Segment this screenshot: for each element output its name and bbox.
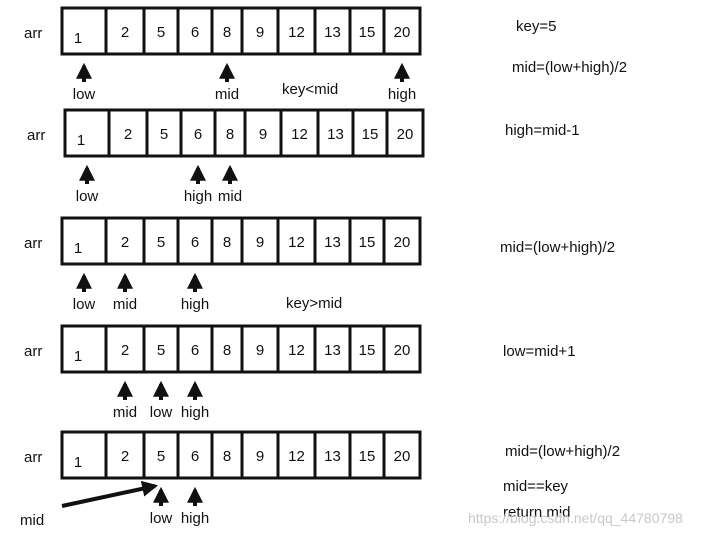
- step-note: low=mid+1: [503, 343, 576, 360]
- high-pointer-label: high: [181, 404, 209, 421]
- array-cell-1: 2: [121, 24, 129, 41]
- array-cell-4: 8: [223, 448, 231, 465]
- mid-pointer-label: mid: [215, 86, 239, 103]
- array-cell-9: 20: [394, 448, 411, 465]
- array-cell-5: 9: [259, 126, 267, 143]
- high-pointer-label: high: [184, 188, 212, 205]
- step-note: mid==key: [503, 478, 569, 495]
- array-cell-4: 8: [223, 342, 231, 359]
- array-label: arr: [24, 449, 42, 466]
- array-cell-1: 2: [124, 126, 132, 143]
- array-cell-1: 2: [121, 448, 129, 465]
- mid-pointer-label: mid: [113, 404, 137, 421]
- step-note: return mid: [503, 504, 571, 521]
- array-label: arr: [24, 25, 42, 42]
- array-cell-8: 15: [359, 234, 376, 251]
- array-cell-4: 8: [223, 24, 231, 41]
- array-cell-3: 6: [191, 234, 199, 251]
- array-cell-8: 15: [359, 24, 376, 41]
- step-note: mid=(low+high)/2: [505, 443, 620, 460]
- array-cell-9: 20: [397, 126, 414, 143]
- high-pointer-label: high: [181, 510, 209, 527]
- array-cell-8: 15: [359, 342, 376, 359]
- low-pointer-label: low: [73, 296, 96, 313]
- step-note: high=mid-1: [505, 122, 580, 139]
- array-cell-0: 1: [74, 348, 82, 365]
- low-pointer-label: low: [150, 510, 173, 527]
- mid-pointer-label: mid: [218, 188, 242, 205]
- array-cell-8: 15: [359, 448, 376, 465]
- high-pointer-label: high: [181, 296, 209, 313]
- array-cell-4: 8: [223, 234, 231, 251]
- high-pointer-label: high: [388, 86, 416, 103]
- array-cell-7: 13: [324, 448, 341, 465]
- array-cell-9: 20: [394, 234, 411, 251]
- array-cell-9: 20: [394, 342, 411, 359]
- array-cell-2: 5: [157, 24, 165, 41]
- array-cell-7: 13: [324, 342, 341, 359]
- array-cell-2: 5: [160, 126, 168, 143]
- low-pointer-label: low: [73, 86, 96, 103]
- mid-pointer-label: mid: [20, 512, 44, 529]
- array-cell-4: 8: [226, 126, 234, 143]
- array-cell-2: 5: [157, 448, 165, 465]
- array-cell-1: 2: [121, 234, 129, 251]
- array-cell-5: 9: [256, 24, 264, 41]
- array-cell-6: 12: [288, 448, 305, 465]
- array-cell-3: 6: [194, 126, 202, 143]
- compare-text: key>mid: [286, 295, 342, 312]
- array-cell-5: 9: [256, 448, 264, 465]
- array-cell-0: 1: [74, 30, 82, 47]
- mid-pointer-label: mid: [113, 296, 137, 313]
- array-cell-6: 12: [288, 24, 305, 41]
- array-cell-8: 15: [362, 126, 379, 143]
- array-cell-3: 6: [191, 448, 199, 465]
- step-note: mid=(low+high)/2: [500, 239, 615, 256]
- array-cell-0: 1: [74, 240, 82, 257]
- array-cell-5: 9: [256, 342, 264, 359]
- array-label: arr: [24, 235, 42, 252]
- array-cell-5: 9: [256, 234, 264, 251]
- array-cell-6: 12: [288, 234, 305, 251]
- watermark: https://blog.csdn.net/qq_44780798: [468, 510, 683, 526]
- array-cell-9: 20: [394, 24, 411, 41]
- array-label: arr: [24, 343, 42, 360]
- step-note: mid=(low+high)/2: [512, 59, 627, 76]
- array-cell-2: 5: [157, 342, 165, 359]
- array-cell-3: 6: [191, 24, 199, 41]
- low-pointer-label: low: [150, 404, 173, 421]
- array-cell-6: 12: [288, 342, 305, 359]
- array-cell-0: 1: [77, 132, 85, 149]
- array-cell-7: 13: [324, 24, 341, 41]
- array-cell-6: 12: [291, 126, 308, 143]
- array-cell-7: 13: [324, 234, 341, 251]
- mid-slant-arrow: [61, 480, 159, 508]
- array-cell-2: 5: [157, 234, 165, 251]
- array-cell-3: 6: [191, 342, 199, 359]
- array-label: arr: [27, 127, 45, 144]
- compare-text: key<mid: [282, 81, 338, 98]
- low-pointer-label: low: [76, 188, 99, 205]
- step-note: key=5: [516, 18, 556, 35]
- array-cell-7: 13: [327, 126, 344, 143]
- array-cell-0: 1: [74, 454, 82, 471]
- array-cell-1: 2: [121, 342, 129, 359]
